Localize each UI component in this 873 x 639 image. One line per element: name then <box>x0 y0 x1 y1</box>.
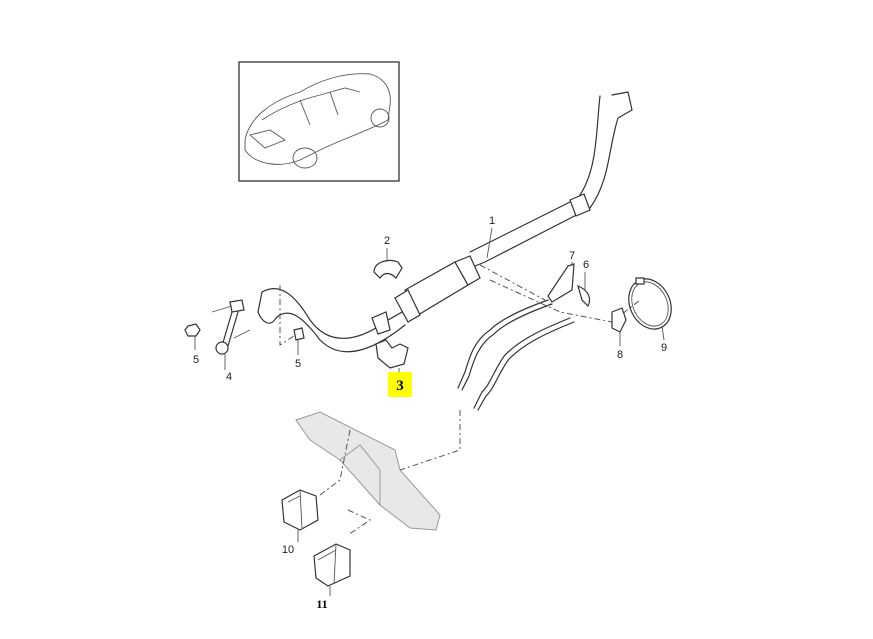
part-3-bushing <box>375 339 409 369</box>
hoses <box>457 263 641 411</box>
callout-7: 7 <box>569 250 575 262</box>
part-5-nut-left <box>184 323 201 337</box>
callout-5-left: 5 <box>193 354 199 366</box>
callout-2: 2 <box>384 235 390 247</box>
callout-3-highlight <box>388 372 412 397</box>
callout-6: 6 <box>583 259 589 271</box>
callout-11: 11 <box>316 597 327 611</box>
callout-9: 9 <box>661 342 667 354</box>
callout-10: 10 <box>282 544 294 556</box>
part-8-clip <box>611 307 627 333</box>
callout-5-right: 5 <box>295 358 301 370</box>
callout-8: 8 <box>617 349 623 361</box>
subframe <box>295 411 441 531</box>
callout-3: 3 <box>396 378 404 394</box>
part-5-nut-right <box>293 327 305 341</box>
callout-4: 4 <box>226 371 232 383</box>
part-2-bushing-half <box>373 259 403 279</box>
part-9-clamp <box>628 277 672 330</box>
part-10-mount <box>281 489 319 542</box>
vehicle-inset <box>238 61 400 182</box>
part-4-link <box>211 299 251 370</box>
stabilizer-bar <box>257 91 633 353</box>
part-11-mount <box>313 543 351 596</box>
callout-1: 1 <box>489 215 495 227</box>
